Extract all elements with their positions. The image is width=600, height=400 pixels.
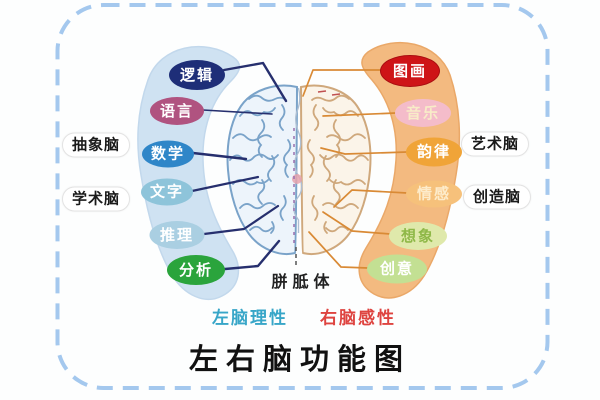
right-function-music: 音乐 [395, 99, 451, 127]
right-function-picture: 图画 [380, 55, 440, 87]
right-function-rhythm-label: 韵律 [416, 143, 451, 161]
right-function-imagination: 想象 [389, 222, 447, 250]
right-function-rhythm: 韵律 [406, 137, 462, 167]
left-function-math: 数学 [142, 140, 194, 168]
right-function-creativity: 创意 [367, 254, 427, 284]
right-function-music-label: 音乐 [405, 104, 440, 122]
right-connector-lines [302, 69, 408, 269]
left-function-writing-label: 文字 [149, 183, 184, 201]
left-function-analysis: 分析 [167, 255, 225, 285]
outer-label-creative-brain: 创造脑 [462, 184, 532, 210]
brain-midline [292, 87, 341, 268]
left-hemisphere-caption: 左脑理性 [212, 308, 288, 328]
right-function-emotion-label: 情感 [416, 185, 451, 203]
right-function-creativity-label: 创意 [379, 260, 414, 278]
right-function-emotion: 情感 [406, 180, 462, 208]
left-function-logic: 逻辑 [169, 60, 225, 90]
left-connector-lines [190, 61, 288, 271]
left-function-logic-label: 逻辑 [179, 66, 214, 84]
diagram-title: 左右脑功能图 [188, 344, 412, 376]
left-function-reasoning-label: 推理 [159, 226, 194, 244]
left-function-writing: 文字 [141, 178, 193, 206]
left-function-language: 语言 [150, 97, 204, 125]
outer-label-art-brain: 艺术脑 [460, 131, 530, 157]
right-function-picture-label: 图画 [392, 62, 427, 80]
corpus-callosum-label: 胼胝体 [271, 274, 335, 291]
left-function-reasoning: 推理 [149, 221, 205, 249]
brain-right-hemisphere [299, 84, 372, 255]
outer-label-academic-brain: 学术脑 [61, 186, 131, 212]
brain-left-hemisphere [226, 84, 299, 255]
right-function-imagination-label: 想象 [400, 227, 435, 245]
right-hemisphere-caption: 右脑感性 [320, 308, 396, 328]
outer-label-abstract-brain: 抽象脑 [61, 132, 131, 158]
red-tick-marks [317, 90, 341, 96]
left-function-analysis-label: 分析 [178, 261, 213, 279]
left-function-math-label: 数学 [150, 145, 185, 163]
left-function-language-label: 语言 [159, 102, 194, 120]
